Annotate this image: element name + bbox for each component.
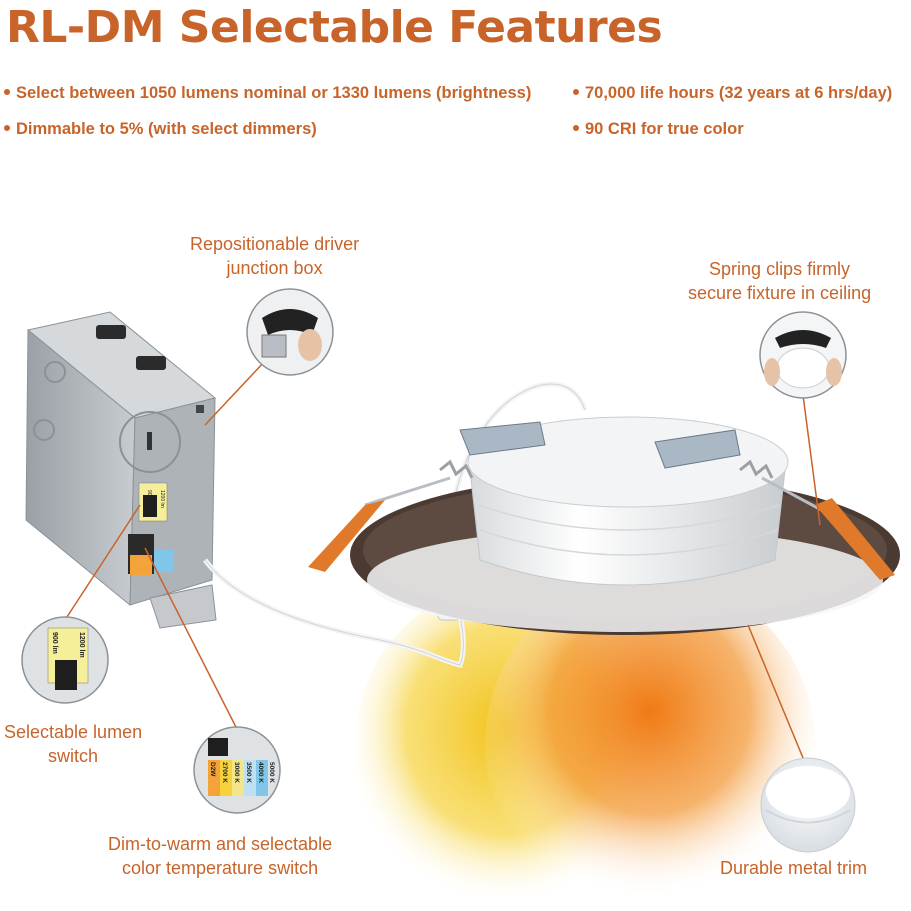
junction-box [25,311,217,629]
feature-bullet-lumens: Select between 1050 lumens nominal or 13… [4,84,531,103]
inset-junction-box [246,288,334,376]
cct-label-4000: 4000 K [257,762,264,783]
feature-bullet-dimmable: Dimmable to 5% (with select dimmers) [4,120,317,139]
feature-bullet-life-hours: 70,000 life hours (32 years at 6 hrs/day… [573,84,892,103]
bullet-dot-icon [4,124,10,131]
cct-label-2700: 2700 K [221,762,228,783]
callout-color-switch: Dim-to-warm and selectable color tempera… [108,834,333,878]
box-lumen-low-text: 900 lm [146,490,152,505]
callout-metal-trim: Durable metal trim [720,858,868,878]
cct-label-3000: 3000 K [233,762,240,783]
light-glow [355,575,815,911]
cct-label-5000: 5000 K [268,762,275,783]
bullet-dot-icon [573,88,579,95]
cct-label-3500: 3500 K [245,762,252,783]
cct-label-d2w: D2W [209,762,216,777]
callout-lumen-switch: Selectable lumen switch [4,722,143,766]
feature-bullet-cri: 90 CRI for true color [573,120,744,139]
bullet-dot-icon [573,124,579,131]
inset-color-switch [193,726,281,814]
inset-lumen-high-text: 1200 lm [78,632,85,658]
page-title: RL-DM Selectable Features [6,2,663,53]
callout-spring-clips: Spring clips firmly secure fixture in ce… [688,259,872,303]
downlight-fixture [308,416,900,635]
callout-junction-box: Repositionable driver junction box [190,234,360,278]
inset-lumen-low-text: 900 lm [51,632,58,654]
box-lumen-high-text: 1200 lm [159,490,165,508]
inset-metal-trim [760,757,856,853]
bullet-dot-icon [4,88,10,95]
callout-lines [64,344,821,771]
inset-lumen-switch [21,616,109,704]
inset-spring-clips [759,311,847,399]
